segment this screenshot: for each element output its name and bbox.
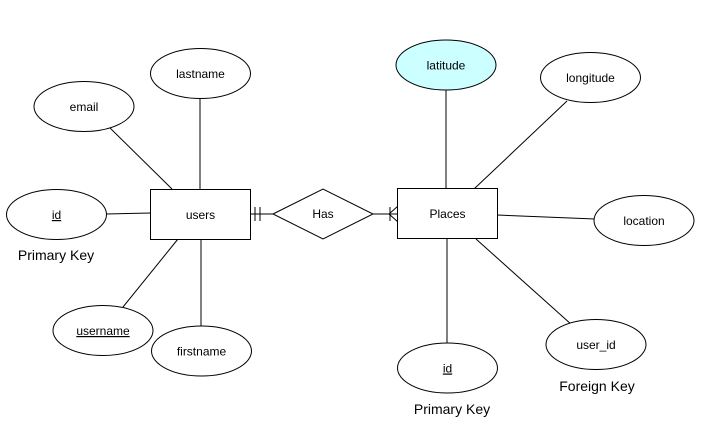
attribute-username-label: username: [76, 324, 130, 338]
attribute-lastname-label: lastname: [176, 67, 225, 81]
attribute-users-id[interactable]: id: [6, 189, 107, 240]
attribute-longitude-shape: [540, 52, 641, 103]
relationship-has[interactable]: Has: [271, 188, 375, 240]
line-places-user-id: [475, 238, 573, 326]
attribute-longitude[interactable]: longitude: [540, 52, 641, 103]
attribute-latitude[interactable]: latitude: [395, 39, 497, 91]
attribute-places-id[interactable]: id: [397, 342, 498, 394]
line-places-location: [496, 214, 596, 220]
line-users-id: [105, 212, 152, 215]
entity-users-label: users: [186, 208, 215, 222]
attribute-longitude-label: longitude: [566, 71, 615, 85]
relationship-label: Has: [312, 207, 333, 221]
attribute-firstname-shape: [151, 325, 252, 377]
attribute-user-id-shape: [545, 319, 647, 370]
attribute-email[interactable]: email: [33, 81, 135, 132]
cardinality-marks: [254, 205, 399, 223]
caption-places-foreign-key: Foreign Key: [559, 378, 634, 394]
attribute-latitude-label: latitude: [427, 59, 466, 73]
line-users-username: [122, 238, 179, 308]
line-places-longitude: [473, 100, 568, 190]
entity-places[interactable]: Places: [397, 188, 498, 239]
attribute-latitude-shape: [395, 39, 497, 91]
relationship-diamond: [271, 188, 375, 240]
attribute-username-shape: [52, 305, 154, 356]
attribute-places-id-label: id: [443, 362, 452, 376]
caption-places-primary-key: Primary Key: [414, 401, 490, 417]
entity-places-box: [397, 188, 498, 239]
attribute-places-id-shape: [397, 342, 498, 394]
attribute-location-label: location: [623, 214, 664, 228]
attribute-lastname[interactable]: lastname: [150, 48, 251, 99]
attribute-location-shape: [593, 195, 695, 246]
attribute-firstname-label: firstname: [177, 345, 227, 359]
entity-places-label: Places: [429, 207, 465, 221]
attribute-firstname[interactable]: firstname: [151, 325, 252, 377]
attribute-location[interactable]: location: [593, 195, 695, 246]
caption-users-primary-key: Primary Key: [18, 247, 94, 263]
attribute-user-id[interactable]: user_id: [545, 319, 647, 370]
line-users-email: [106, 124, 173, 190]
attribute-username[interactable]: username: [52, 305, 154, 356]
entity-users-box: [150, 189, 251, 240]
attribute-email-shape: [33, 81, 135, 132]
attribute-user-id-label: user_id: [576, 338, 615, 352]
attribute-users-id-shape: [6, 189, 107, 240]
attribute-lastname-shape: [150, 48, 251, 99]
entity-users[interactable]: users: [150, 189, 251, 240]
attribute-email-label: email: [70, 100, 99, 114]
attribute-users-id-label: id: [52, 208, 61, 222]
